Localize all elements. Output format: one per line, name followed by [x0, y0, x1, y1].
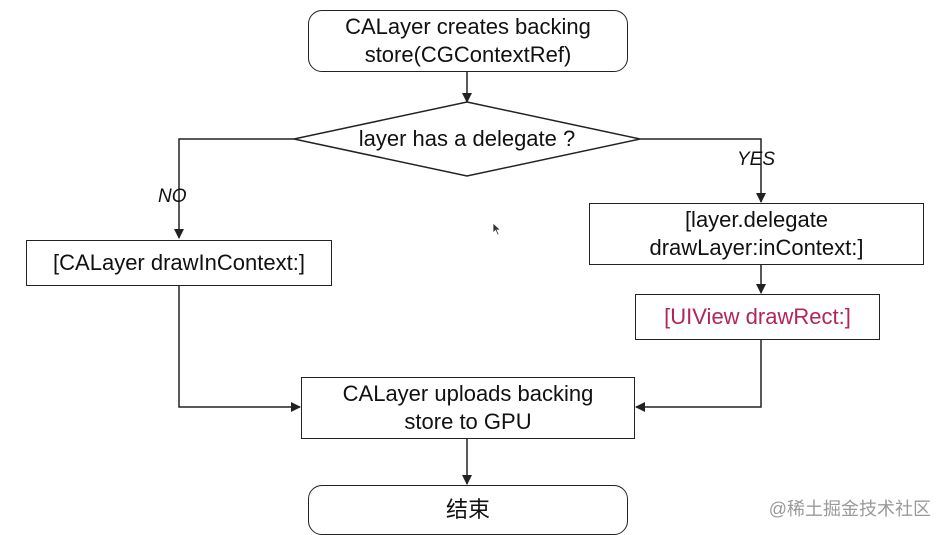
draw-in-context-node: [CALayer drawInContext:] [26, 240, 332, 286]
edge-decision-yes [640, 138, 766, 203]
end-label: 结束 [445, 497, 490, 522]
delegate-draw-layer-node: [layer.delegate drawLayer:inContext:] [589, 203, 924, 265]
draw-in-context-label: [CALayer drawInContext:] [53, 250, 305, 275]
decision-label: layer has a delegate ? [358, 126, 576, 151]
edge-uiview-to-upload [635, 340, 762, 412]
upload-node: CALayer uploads backing store to GPU [301, 377, 635, 439]
mouse-cursor-icon [492, 222, 502, 236]
start-line-2: store(CGContextRef) [364, 42, 572, 67]
yes-label: YES [737, 149, 776, 170]
delegate-line-2: drawLayer:inContext:] [649, 235, 864, 260]
uiview-draw-rect-node: [UIView drawRect:] [635, 294, 880, 340]
edge-no-to-upload [178, 285, 301, 412]
watermark: @稀土掘金技术社区 [768, 499, 931, 519]
upload-line-2: store to GPU [404, 409, 532, 434]
start-node: CALayer creates backing store(CGContextR… [308, 10, 628, 72]
edge-decision-no [174, 138, 294, 239]
end-node: 结束 [308, 485, 628, 535]
upload-line-1: CALayer uploads backing [342, 381, 594, 406]
no-label: NO [158, 186, 187, 207]
delegate-line-1: [layer.delegate [684, 207, 829, 232]
uiview-draw-rect-label: [UIView drawRect:] [664, 304, 851, 329]
start-line-1: CALayer creates backing [345, 14, 591, 39]
decision-diamond [293, 101, 641, 177]
